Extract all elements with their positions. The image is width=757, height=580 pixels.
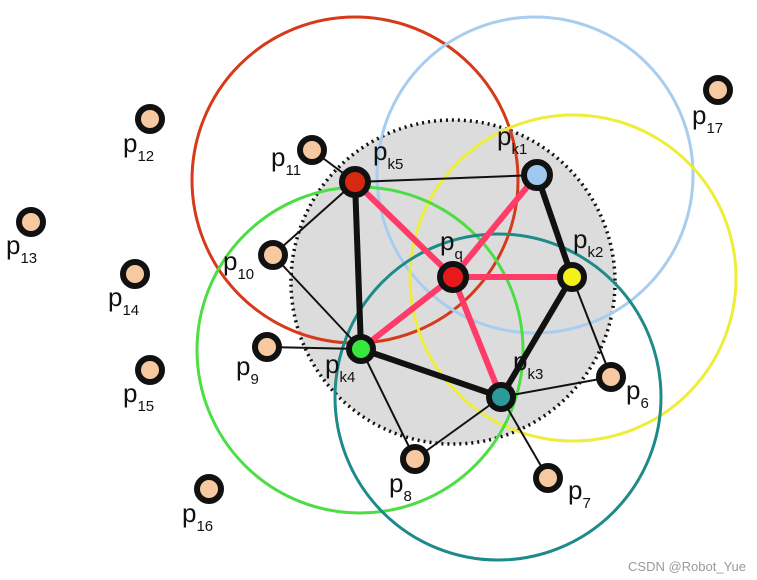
edge-pk4-p8 [360,348,416,460]
edge-pq-pk4 [358,274,456,352]
node-p10 [258,240,288,270]
teal-circle [333,232,663,562]
node-p6 [596,362,626,392]
node-p15 [135,355,165,385]
edge-pk3-pk2 [498,274,575,400]
node-p8 [400,444,430,474]
label-pk3: pk3 [513,346,543,383]
query-edges [352,172,575,400]
node-p16 [194,474,224,504]
label-p8: p8 [389,468,412,505]
edge-pk5-pk4 [352,179,364,352]
node-pk4 [346,334,376,364]
label-p12: p12 [123,128,154,165]
node-p9 [252,332,282,362]
node-p12 [135,104,165,134]
edge-pk5-pk1 [354,174,538,183]
label-p17: p17 [692,100,723,137]
node-p14 [120,259,150,289]
thick-edges [352,172,575,400]
label-p6: p6 [626,375,649,412]
label-p14: p14 [108,282,139,319]
edge-pk3-p8 [414,396,502,460]
edge-pk4-p10 [272,254,362,350]
label-p13: p13 [6,230,37,267]
node-labels: pq pk1 pk2 pk3 pk4 pk5 p6 p7 p8 p9 p10 p… [6,100,723,535]
edge-pk4-pk3 [358,346,504,400]
lightblue-circle [375,15,695,335]
edge-pk4-p9 [266,346,362,350]
edge-pk5-p10 [272,181,356,256]
label-pk5: pk5 [373,136,403,173]
edge-pk3-p7 [500,396,549,479]
node-pk3 [486,382,516,412]
edge-pq-pk5 [352,179,456,280]
label-pk4: pk4 [325,349,355,386]
label-p7: p7 [568,475,591,512]
edge-pk3-p6 [500,376,612,398]
node-p17 [703,75,733,105]
node-pk5 [339,166,371,198]
label-p10: p10 [223,246,254,283]
nodes [16,75,733,504]
edge-pk2-p6 [571,276,612,378]
label-p15: p15 [123,378,154,415]
label-p11: p11 [271,142,301,179]
node-p11 [297,135,327,165]
label-pq: pq [440,226,463,263]
edge-pq-pk3 [450,274,504,400]
node-pq [437,261,469,293]
edge-pk2-pk1 [534,172,575,280]
node-p7 [533,463,563,493]
node-pk1 [521,159,553,191]
label-p16: p16 [182,498,213,535]
label-pk2: pk2 [573,224,603,261]
node-pk2 [557,262,587,292]
label-pk1: pk1 [497,121,527,158]
edge-pq-pk1 [450,172,540,280]
watermark: CSDN @Robot_Yue [628,559,746,574]
label-p9: p9 [236,351,259,388]
node-p13 [16,207,46,237]
yellow-circle [408,113,738,443]
